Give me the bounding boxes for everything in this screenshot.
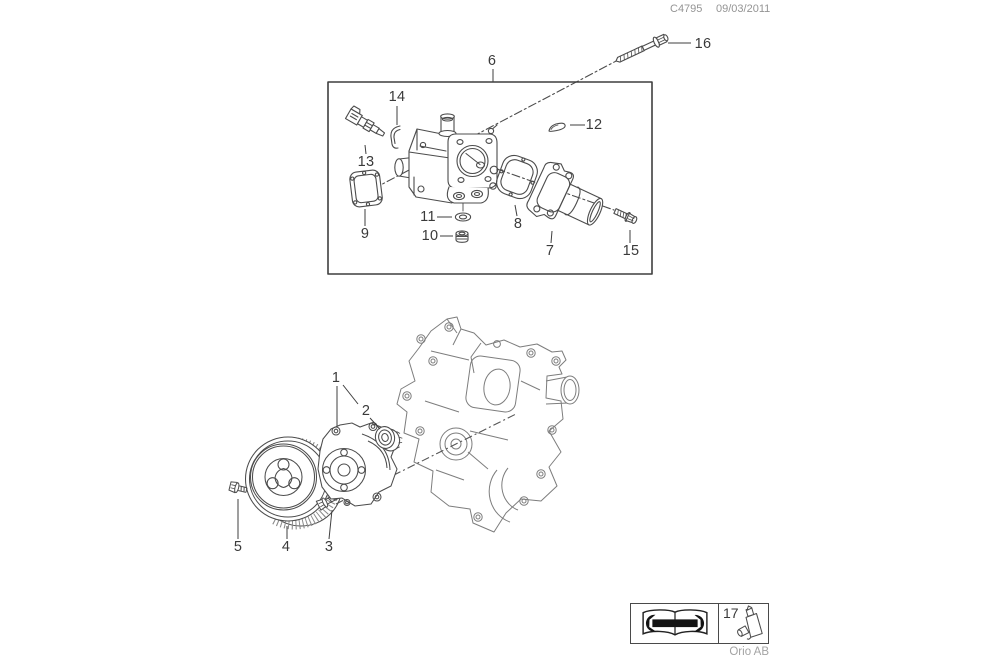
assembly-frame-box — [327, 81, 653, 275]
assembly-axis-line — [372, 58, 621, 190]
legend-cell-sealant: 17 — [719, 604, 768, 643]
callout-6[interactable]: 6 — [487, 53, 497, 69]
callout-15[interactable]: 15 — [622, 243, 640, 259]
callout-10[interactable]: 10 — [421, 228, 439, 244]
callout-8[interactable]: 8 — [513, 216, 523, 232]
sealant-tube-icon — [737, 605, 763, 640]
engine-block — [396, 316, 580, 533]
bolt-5 — [228, 481, 248, 494]
gasket-9 — [349, 169, 383, 208]
document-date: 09/03/2011 — [716, 3, 771, 15]
thermostat-cover-7 — [526, 161, 604, 226]
thermostat-housing-body — [394, 113, 499, 212]
callout-9[interactable]: 9 — [360, 226, 370, 242]
drain-plug-10 — [455, 230, 469, 243]
bolt-15 — [613, 208, 638, 224]
callout-13[interactable]: 13 — [357, 154, 375, 170]
callout-5[interactable]: 5 — [233, 539, 243, 555]
callout-3[interactable]: 3 — [324, 539, 334, 555]
sealing-washer-11 — [454, 212, 472, 222]
callout-17[interactable]: 17 — [723, 605, 739, 621]
callout-12[interactable]: 12 — [585, 117, 603, 133]
callout-14[interactable]: 14 — [388, 89, 406, 105]
callout-16[interactable]: 16 — [694, 36, 712, 52]
gasket-8 — [496, 154, 538, 200]
temperature-sensor-13 — [344, 105, 386, 137]
callout-1[interactable]: 1 — [331, 370, 341, 386]
screw-16 — [615, 33, 669, 63]
crank-pulley-4 — [244, 436, 343, 530]
legend-box: 17 — [630, 603, 769, 644]
callout-4[interactable]: 4 — [281, 539, 291, 555]
retaining-clip-12 — [548, 122, 566, 132]
thermostat-assembly-group — [327, 33, 669, 275]
document-code: C4795 — [670, 3, 703, 15]
callout-leader-lines — [237, 42, 691, 540]
retaining-clip-14 — [390, 125, 401, 149]
callout-7[interactable]: 7 — [545, 243, 555, 259]
callout-11[interactable]: 11 — [420, 209, 436, 225]
legend-cell-manual — [631, 604, 719, 643]
callout-2[interactable]: 2 — [361, 403, 371, 419]
open-book-with-wrench-icon — [641, 609, 708, 636]
brand-text: Orio AB — [729, 646, 769, 658]
seal-ring-2 — [374, 426, 403, 452]
